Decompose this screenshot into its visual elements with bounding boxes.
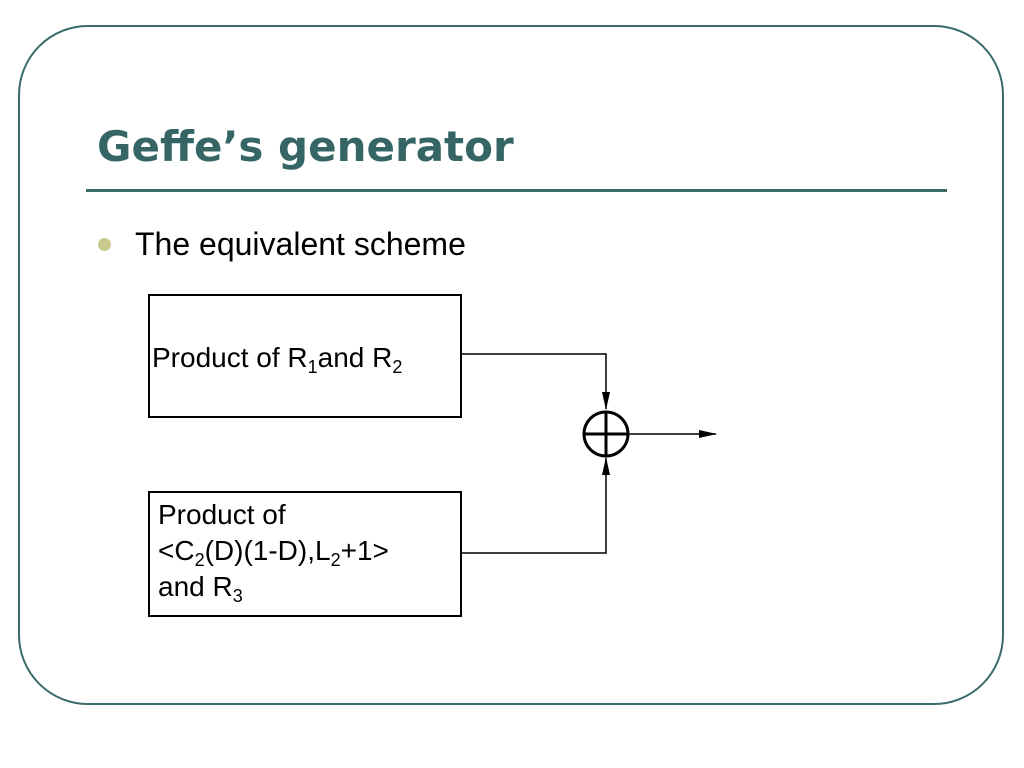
title-underline: [86, 189, 947, 192]
box2-line3-a: and R: [158, 571, 233, 602]
product-r1-r2-box: [148, 294, 462, 418]
xor-circle-plus-icon: [582, 410, 630, 458]
box2-line3: and R3: [158, 570, 243, 606]
slide-frame: [18, 25, 1004, 705]
box2-line2-sub2: 2: [330, 550, 341, 570]
box1-prefix: Product of R: [152, 342, 308, 373]
box2-line2-b: (D)(1-D),L: [204, 535, 331, 566]
box1-sub1: 1: [307, 357, 318, 377]
product-c2-r3-box: [148, 491, 462, 617]
bullet-text: The equivalent scheme: [135, 226, 466, 262]
slide-title: Geffe’s generator: [97, 122, 514, 171]
product-r1-r2-label: Product of R1and R2: [152, 341, 403, 377]
bullet-dot-icon: [98, 238, 111, 251]
box2-line1: Product of: [158, 499, 286, 530]
connector-box1-to-xor: [462, 353, 610, 410]
box2-line2-a: <C: [158, 535, 195, 566]
box2-line2-c: +1>: [340, 535, 389, 566]
box1-sub2: 2: [392, 357, 403, 377]
connector-box2-to-xor: [462, 457, 610, 554]
box2-line2-sub1: 2: [194, 550, 205, 570]
box1-mid: and R: [317, 342, 393, 373]
box2-line2: <C2(D)(1-D),L2+1>: [158, 534, 389, 570]
box2-line3-sub: 3: [232, 586, 243, 606]
